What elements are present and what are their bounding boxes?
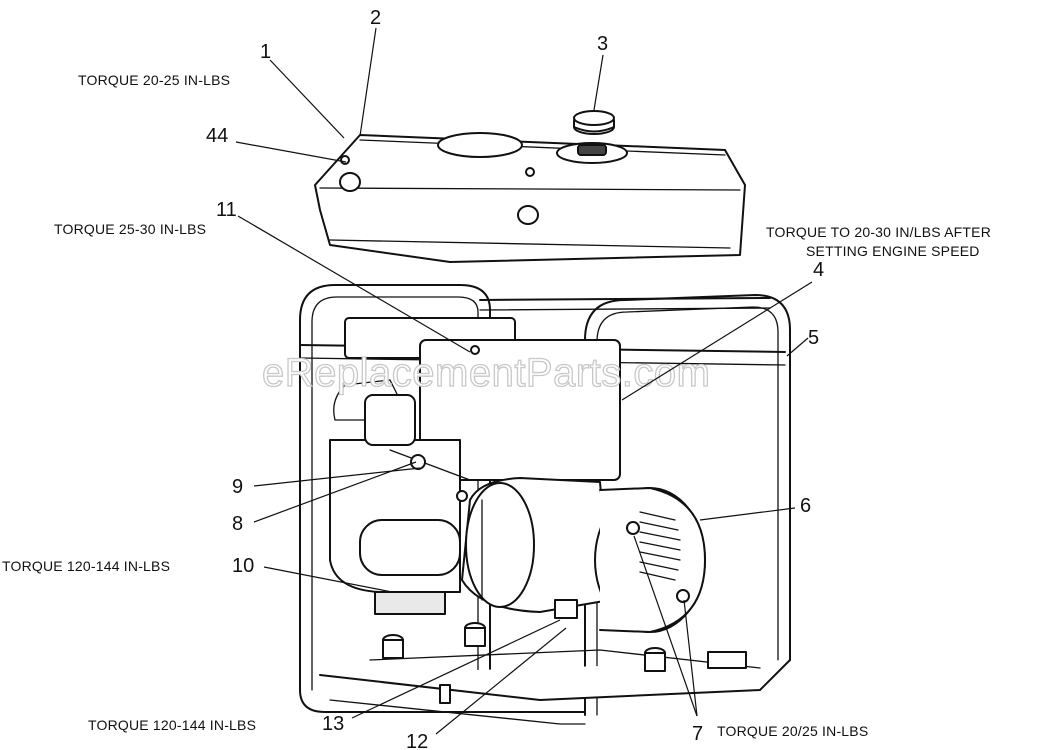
callout-44: 44 <box>206 125 228 147</box>
callout-12: 12 <box>406 731 428 750</box>
callout-4: 4 <box>813 259 824 281</box>
callout-6: 6 <box>800 495 811 517</box>
leader-3 <box>593 54 604 111</box>
callout-numbers: 1 2 3 4 5 6 7 8 9 10 11 12 13 44 <box>206 7 824 750</box>
fuel-cap <box>573 110 615 135</box>
callout-1: 1 <box>260 41 271 63</box>
torque-note-10: TORQUE 120-144 IN-LBS <box>2 558 170 574</box>
callout-11: 11 <box>216 199 237 221</box>
torque-note-1: TORQUE 20-25 IN-LBS <box>78 72 230 88</box>
torque-note-11: TORQUE 25-30 IN-LBS <box>54 221 206 237</box>
callout-10: 10 <box>232 555 254 577</box>
leader-1 <box>269 59 345 139</box>
torque-note-4-line1: TORQUE TO 20-30 IN/LBS AFTER <box>766 224 991 240</box>
leader-lines <box>235 27 813 735</box>
cooling-vents <box>639 511 681 581</box>
callout-13: 13 <box>322 713 344 735</box>
leader-7a <box>633 535 698 717</box>
callout-3: 3 <box>597 33 608 55</box>
leader-11 <box>237 215 471 353</box>
engine <box>329 317 621 615</box>
torque-note-4-line2: SETTING ENGINE SPEED <box>806 243 980 259</box>
leader-8 <box>253 461 417 523</box>
leader-6 <box>699 507 796 521</box>
leader-10 <box>263 566 393 593</box>
leader-4 <box>621 281 813 401</box>
torque-note-13: TORQUE 120-144 IN-LBS <box>88 717 256 733</box>
callout-8: 8 <box>232 513 243 535</box>
fuel-tank <box>314 132 746 263</box>
torque-notes: TORQUE 20-25 IN-LBS TORQUE 25-30 IN-LBS … <box>2 72 991 739</box>
watermark: eReplacementParts.com <box>262 351 710 395</box>
callout-9: 9 <box>232 476 243 498</box>
leader-5 <box>786 337 809 357</box>
callout-5: 5 <box>808 327 819 349</box>
base-plate <box>369 622 761 704</box>
alternator <box>461 477 706 633</box>
callout-2: 2 <box>370 7 381 29</box>
leader-2 <box>359 27 377 137</box>
torque-note-7: TORQUE 20/25 IN-LBS <box>717 723 868 739</box>
leader-44 <box>235 141 347 163</box>
leader-12 <box>435 627 567 735</box>
callout-7: 7 <box>692 723 703 745</box>
leader-13 <box>351 619 561 719</box>
leader-7b <box>683 599 698 717</box>
